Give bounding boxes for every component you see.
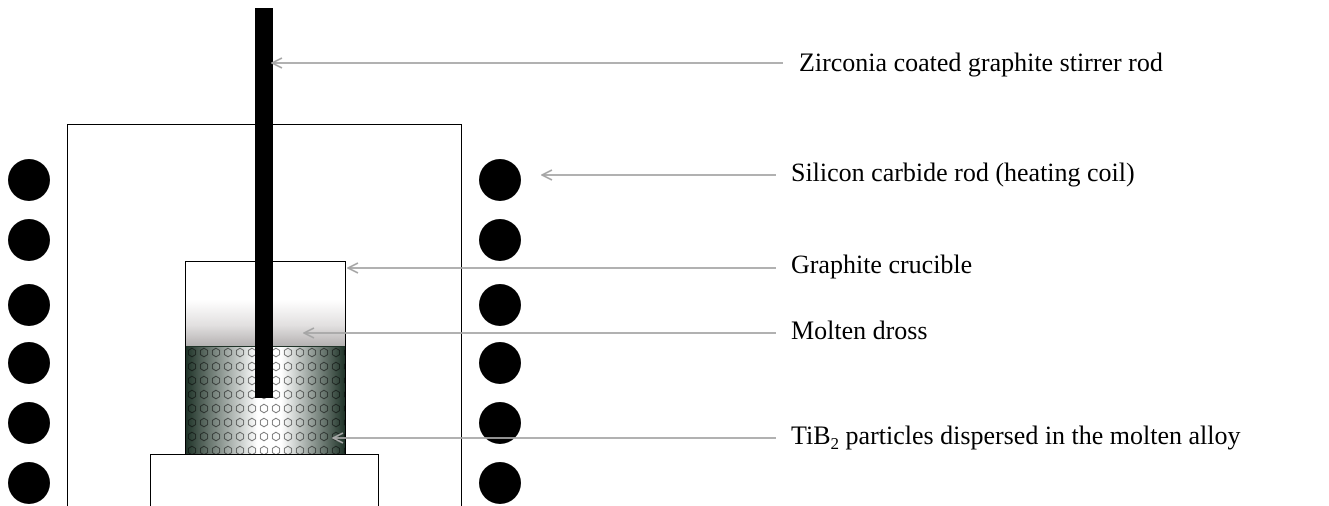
crucible-label: Graphite crucible — [791, 250, 973, 279]
tib2-label-suffix: particles dispersed in the molten alloy — [839, 421, 1241, 450]
tib2-label-subscript: 2 — [830, 434, 840, 453]
coil-circle-icon — [8, 219, 50, 261]
coil-circle-icon — [479, 284, 521, 326]
stirrer-rod — [255, 8, 273, 398]
coil-circle-icon — [479, 159, 521, 201]
coil-circle-icon — [479, 342, 521, 384]
coil-circle-icon — [479, 402, 521, 444]
crucible-pedestal — [150, 454, 379, 506]
coil-circle-icon — [8, 462, 50, 504]
coil-circle-icon — [8, 284, 50, 326]
stirrer-label: Zirconia coated graphite stirrer rod — [799, 48, 1163, 77]
coil-circle-icon — [8, 159, 50, 201]
tib2-label: TiB2 particles dispersed in the molten a… — [791, 421, 1241, 453]
coil-circle-icon — [479, 219, 521, 261]
coil-circle-icon — [479, 462, 521, 504]
tib2-label-prefix: TiB — [791, 421, 831, 450]
heating-coil-right — [479, 159, 521, 504]
dross-label: Molten dross — [791, 316, 928, 345]
heating-coil-left — [8, 159, 50, 504]
coil-circle-icon — [8, 402, 50, 444]
heating-coil-label: Silicon carbide rod (heating coil) — [791, 158, 1135, 187]
coil-circle-icon — [8, 342, 50, 384]
